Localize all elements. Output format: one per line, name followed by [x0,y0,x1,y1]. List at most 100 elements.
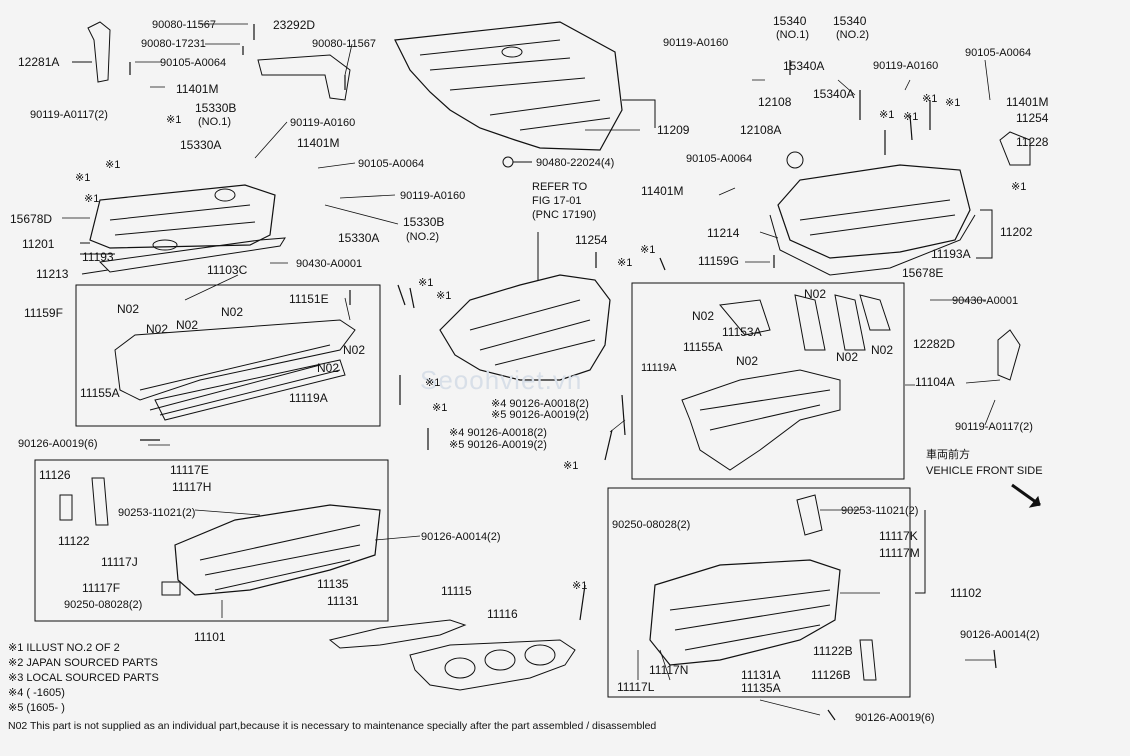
label-n02-9: N02 [736,354,759,368]
label-11155a: 11155A [80,386,120,400]
label-90126-a0018-b: ※4 90126-A0018(2) [449,427,547,439]
label-11131-a: 11131 [327,594,359,608]
label-11159f: 11159F [24,306,63,320]
gasket-11115 [328,619,467,649]
star-marker: ※1 [640,244,656,256]
bracket-12281a [87,21,111,83]
label-no1-a: (NO.1) [198,116,231,128]
bracket-23292d [257,54,351,101]
gasket-11116 [409,639,576,691]
label-11126-a: 11126 [39,468,71,482]
note-3: ※3 LOCAL SOURCED PARTS [8,672,159,684]
note-1: ※1 ILLUST NO.2 OF 2 [8,642,120,654]
label-12281a: 12281A [18,55,60,69]
label-no2-b: (NO.2) [836,29,869,41]
label-90080-17231: 90080-17231 [141,38,206,50]
label-11135-a: 11135 [317,577,349,591]
label-90253-a: 90253-11021(2) [118,507,196,519]
star-marker: ※1 [432,402,448,414]
label-15678e: 15678E [902,266,944,280]
label-90126-a0019-b: ※5 90126-A0019(2) [449,439,547,451]
star-marker: ※1 [617,257,633,269]
label-90126-a0014-a: 90126-A0014(2) [421,531,501,543]
right-valve-cover [777,164,971,259]
label-11116: 11116 [487,607,518,621]
label-11193: 11193 [82,250,114,264]
label-11151e: 11151E [289,292,329,306]
label-n02-10: N02 [836,350,859,364]
label-11119a-a: 11119A [289,391,328,405]
label-90430-a0001-a: 90430-A0001 [296,258,363,270]
label-90119-a0160-c: 90119-A0160 [663,37,729,49]
box-11104a [631,282,905,480]
label-12108a: 12108A [740,123,782,137]
label-15340-1: 15340 [773,14,807,28]
label-12108: 12108 [758,95,792,109]
label-90126-a0019-d: 90126-A0019(6) [855,712,935,724]
label-n02-6: N02 [317,361,340,375]
label-11101: 11101 [194,630,226,644]
label-11153a: 11153A [722,325,762,339]
label-11117m: 11117M [879,546,920,560]
label-11401m-b: 11401M [297,136,340,150]
label-90253-b: 90253-11021(2) [841,505,919,517]
label-11155a-b: 11155A [683,340,723,354]
star-marker: ※1 [105,159,121,171]
label-90119-a0160-a: 90119-A0160 [290,117,356,129]
label-11117n: 11117N [649,663,689,677]
label-90119-a0117-b: 90119-A0117(2) [955,421,1033,433]
label-15340-2: 15340 [833,14,867,28]
label-11159g: 11159G [698,254,739,268]
label-11117h: 11117H [172,480,212,494]
box-11101 [34,459,389,622]
label-90126-a0014-b: 90126-A0014(2) [960,629,1040,641]
note-2: ※2 JAPAN SOURCED PARTS [8,657,158,669]
label-15340a-a: 15340A [783,59,825,73]
label-15330a-b: 15330A [338,231,380,245]
label-n02-4: N02 [176,318,199,332]
label-11115: 11115 [441,584,472,598]
label-15330b-b: 15330B [403,215,445,229]
label-11202: 11202 [1000,225,1033,239]
star-marker: ※1 [418,277,434,289]
label-11193a: 11193A [931,247,971,261]
label-11122-a: 11122 [58,534,90,548]
label-11104a: 11104A [915,375,955,389]
note-5: ※5 (1605- ) [8,702,65,714]
label-n02-1: N02 [117,302,140,316]
label-11214: 11214 [707,226,740,240]
star-marker: ※1 [84,193,100,205]
label-90080-11567-a: 90080-11567 [152,19,217,31]
star-marker: ※1 [75,172,91,184]
label-90105-a0064-a: 90105-A0064 [160,57,227,69]
label-11117l: 11117L [617,680,655,694]
label-refer-3: (PNC 17190) [532,209,597,221]
label-15678d: 15678D [10,212,53,226]
bearing-cap-11104a [681,369,841,471]
star-marker: ※1 [572,580,588,592]
label-23292d: 23292D [273,18,316,32]
label-11102: 11102 [950,586,982,600]
label-90250-b: 90250-08028(2) [612,519,691,531]
box-11102 [607,487,911,698]
label-12282d: 12282D [913,337,956,351]
label-90105-a0064-c: 90105-A0064 [965,47,1032,59]
label-n02-11: N02 [871,343,894,357]
label-11117e: 11117E [170,463,209,477]
label-90126-a0019-a: ※5 90126-A0019(2) [491,409,589,421]
label-n02-3: N02 [146,322,169,336]
label-90126-a0019-c: 90126-A0019(6) [18,438,98,450]
label-15340a-b: 15340A [813,87,855,101]
label-11126b: 11126B [811,668,851,682]
label-refer-1: REFER TO [532,181,588,193]
label-n02-7: N02 [804,287,827,301]
label-11254-b: 11254 [1016,111,1049,125]
label-11254-a: 11254 [575,233,608,247]
label-11228: 11228 [1016,135,1049,149]
label-vehicle-front-jp: 車両前方 [926,449,970,461]
star-marker: ※1 [879,109,895,121]
watermark: Seoohviet.vn [420,365,583,395]
label-15330a-a: 15330A [180,138,222,152]
